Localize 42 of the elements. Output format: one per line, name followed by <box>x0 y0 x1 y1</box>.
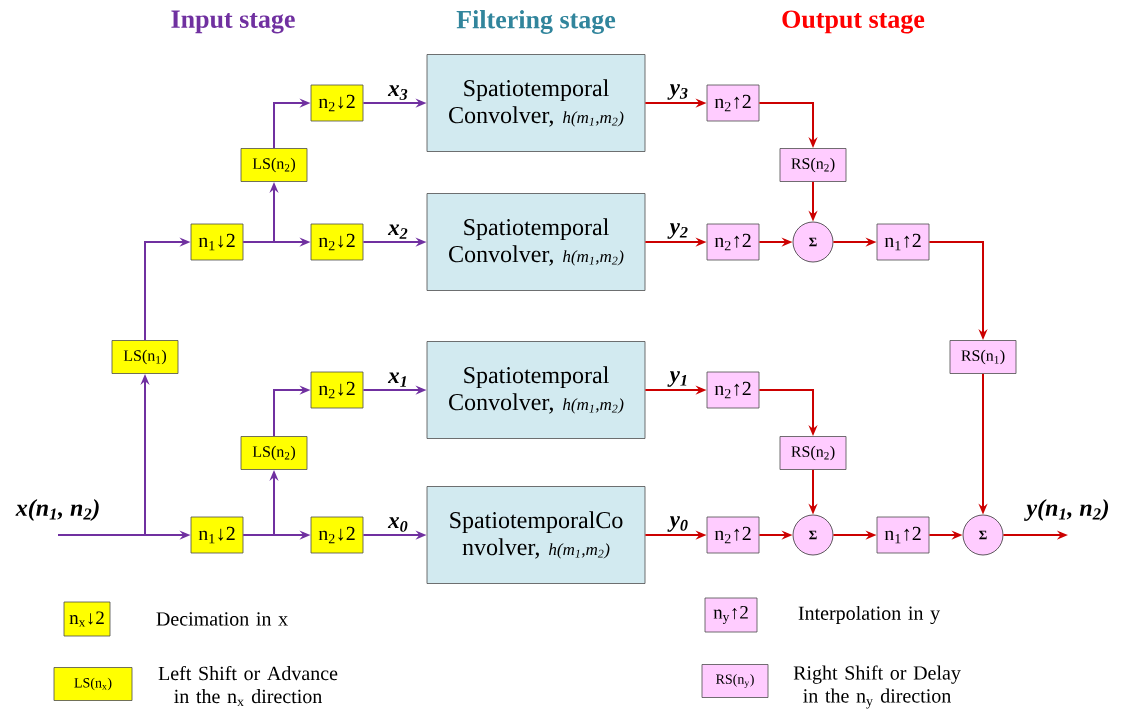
legend-text: Right Shift or Delay in the n$_{y}$ direction <box>793 665 961 709</box>
shift-box: LS(n$_{1}$) <box>111 340 179 374</box>
shift-box: RS(n$_{2}$) <box>779 436 847 470</box>
legend-text: Left Shift or Advance in the n$_{x}$ direction <box>158 665 338 707</box>
edge-label: x$_{3}$ <box>387 84 410 101</box>
shift-box: LS(n$_{2}$) <box>240 436 308 470</box>
edge-label: x$_{2}$ <box>387 223 410 240</box>
interpolator-box: n$_{2}$↑2 <box>706 371 760 409</box>
decimator-box: n$_{1}$↓2 <box>190 516 244 554</box>
convolver-box: SpatiotemporalCo nvolver, h(m$_{1}$,m$_{2}$) <box>426 486 646 584</box>
signal-label: x(n$_{1}$, n$_{2}$) <box>15 499 99 521</box>
interpolator-box: n$_{2}$↑2 <box>706 223 760 261</box>
legend-sample-box: n$_{y}$↑2 <box>704 597 758 633</box>
shift-box: RS(n$_{1}$) <box>949 340 1017 374</box>
interpolator-box: n$_{2}$↑2 <box>706 84 760 122</box>
legend-sample-box: LS(n$_{x}$) <box>53 667 133 701</box>
interpolator-box: n$_{1}$↑2 <box>876 223 930 261</box>
legend-sample-box: n$_{x}$↓2 <box>63 601 111 637</box>
shift-box: RS(n$_{2}$) <box>779 148 847 182</box>
edge-label: y$_{0}$ <box>667 515 690 533</box>
shift-box: LS(n$_{2}$) <box>240 148 308 182</box>
edge-label: x$_{0}$ <box>387 516 410 533</box>
interpolator-box: n$_{1}$↑2 <box>876 516 930 554</box>
legend-text: Interpolation in y <box>798 605 941 625</box>
edge-label: y$_{2}$ <box>667 222 690 240</box>
stage-heading: Input stage <box>171 10 295 34</box>
convolver-box: Spatiotemporal Convolver, h(m$_{1}$,m$_{2}$) <box>426 193 646 291</box>
edge-label: x$_{1}$ <box>387 371 410 388</box>
decimator-box: n$_{2}$↓2 <box>310 371 364 409</box>
legend-sample-box: RS(n$_{y}$) <box>701 664 769 698</box>
decimator-box: n$_{2}$↓2 <box>310 84 364 122</box>
interpolator-box: n$_{2}$↑2 <box>706 516 760 554</box>
edge-label: y$_{3}$ <box>667 83 690 101</box>
edge-label: y$_{1}$ <box>667 370 690 388</box>
decimator-box: n$_{1}$↓2 <box>190 223 244 261</box>
convolver-box: Spatiotemporal Convolver, h(m$_{1}$,m$_{2}$) <box>426 54 646 152</box>
convolver-box: Spatiotemporal Convolver, h(m$_{1}$,m$_{2}$) <box>426 341 646 439</box>
stage-heading: Output stage <box>782 10 925 34</box>
signal-label: y(n$_{1}$, n$_{2}$) <box>1024 499 1109 521</box>
decimator-box: n$_{2}$↓2 <box>310 516 364 554</box>
decimator-box: n$_{2}$↓2 <box>310 223 364 261</box>
legend-text: Decimation in x <box>156 612 288 626</box>
